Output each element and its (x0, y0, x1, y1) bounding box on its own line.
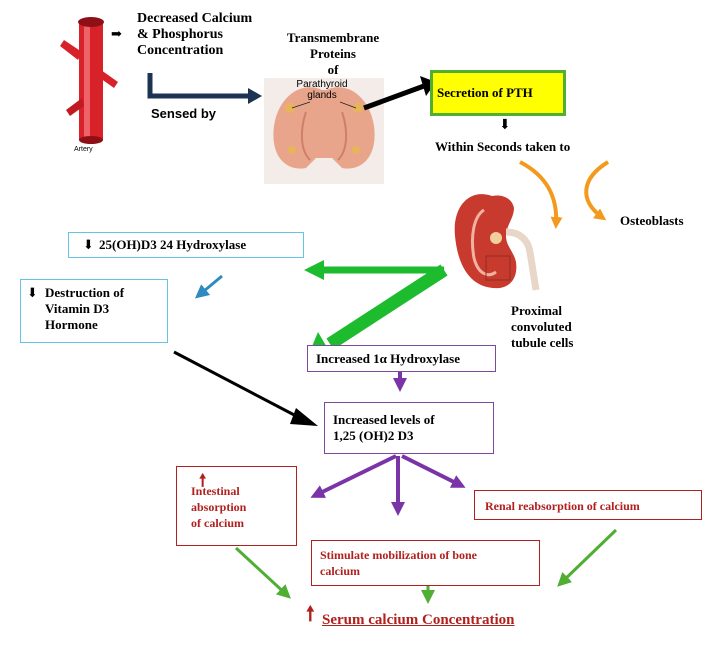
destruction-arrow (174, 352, 300, 418)
intestinal-box: 🠕 Intestinal absorption of calcium (176, 466, 297, 546)
right-arrow-icon: ➡ (111, 26, 122, 42)
artery-illustration (60, 17, 118, 144)
transmembrane-text: Transmembrane Proteins of (283, 30, 383, 78)
renal-text: Renal reabsorption of calcium (485, 498, 640, 514)
secretion-pth-text: Secretion of PTH (437, 85, 533, 101)
bone-text: Stimulate mobilization of bone calcium (320, 547, 477, 579)
up-arrow-icon: 🠕 (306, 606, 315, 622)
renal-box: Renal reabsorption of calcium (474, 490, 702, 520)
increased-levels-text: Increased levels of 1,25 (OH)2 D3 (333, 412, 435, 444)
bone-box: Stimulate mobilization of bone calcium (311, 540, 540, 586)
intestinal-text: Intestinal absorption of calcium (191, 483, 246, 531)
hydroxylase-24-text: 25(OH)D3 24 Hydroxylase (99, 237, 246, 253)
orange-curved-arrows (520, 162, 608, 225)
increased-levels-box: Increased levels of 1,25 (OH)2 D3 (324, 402, 494, 454)
within-seconds-text: Within Seconds taken to (435, 139, 570, 155)
osteoblasts-text: Osteoblasts (620, 213, 684, 229)
sensed-by-arrow (150, 73, 250, 96)
blue-arrow (198, 276, 222, 296)
serum-calcium-text: Serum calcium Concentration (322, 612, 514, 628)
sensed-by-label: Sensed by (151, 106, 216, 122)
destruction-box: ⬇ Destruction of Vitamin D3 Hormone (20, 279, 168, 343)
secretion-pth-box: Secretion of PTH (430, 70, 566, 116)
increased-1a-box: Increased 1α Hydroxylase (307, 345, 496, 372)
increased-1a-text: Increased 1α Hydroxylase (316, 351, 460, 367)
hydroxylase-24-box: ⬇ 25(OH)D3 24 Hydroxylase (68, 232, 304, 258)
green-feedback-arrows (304, 260, 444, 356)
down-arrow-icon: ⬇ (83, 237, 94, 253)
proximal-tubule-text: Proximal convoluted tubule cells (511, 303, 573, 351)
destruction-text: Destruction of Vitamin D3 Hormone (45, 285, 124, 333)
down-arrow-icon: ⬇ (27, 285, 38, 301)
artery-label: Artery (74, 142, 93, 158)
parathyroid-label: Parathyroid glands (290, 79, 354, 101)
decreased-calcium-text: Decreased Calcium & Phosphorus Concentra… (137, 11, 252, 59)
kidney-illustration (455, 194, 536, 290)
down-arrow-icon: ⬇ (499, 118, 511, 134)
